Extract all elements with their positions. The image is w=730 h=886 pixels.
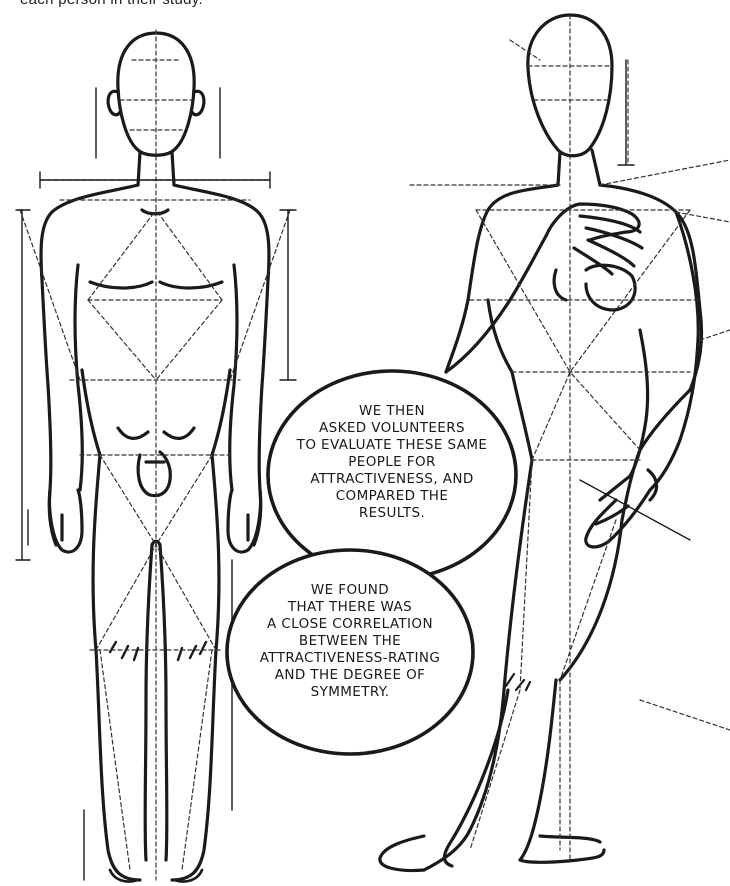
bubble-two-line: a close correlation bbox=[228, 616, 472, 633]
bubble-one-text: We then asked volunteers to evaluate the… bbox=[270, 403, 514, 522]
bubble-two-text: We found that there was a close correlat… bbox=[228, 582, 472, 701]
bubble-one-line: compared the bbox=[270, 488, 514, 505]
male-guides bbox=[20, 30, 290, 880]
bubble-two-line: that there was bbox=[228, 599, 472, 616]
bubble-two-line: symmetry. bbox=[228, 684, 472, 701]
male-figure bbox=[41, 33, 269, 882]
bubble-one-line: results. bbox=[270, 505, 514, 522]
bubble-two-line: We found bbox=[228, 582, 472, 599]
bubble-one-line: asked volunteers bbox=[270, 420, 514, 437]
bubble-one-line: We then bbox=[270, 403, 514, 420]
bubble-one-line: people for bbox=[270, 454, 514, 471]
bubble-two-line: attractiveness-rating bbox=[228, 650, 472, 667]
bubble-one-line: to evaluate these same bbox=[270, 437, 514, 454]
bubble-two-line: and the degree of bbox=[228, 667, 472, 684]
bubble-one-line: attractiveness, and bbox=[270, 471, 514, 488]
bubble-two-line: between the bbox=[228, 633, 472, 650]
